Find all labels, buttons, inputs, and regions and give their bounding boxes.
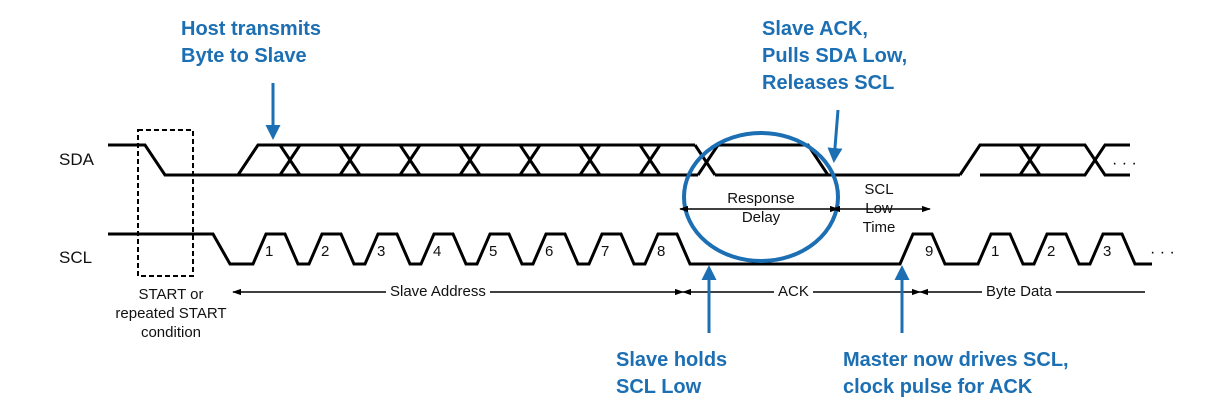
pulse-number: 4 xyxy=(433,243,442,260)
start-condition-line1: START or xyxy=(138,286,204,303)
scl-signal-label: SCL xyxy=(59,248,93,267)
start-condition-line2: repeated START xyxy=(115,305,227,322)
pulse-number: 7 xyxy=(601,243,610,260)
scl-low-time-label: SCL Low Time xyxy=(846,180,912,237)
slave-ack-line3: Releases SCL xyxy=(762,72,895,94)
byte-data-label: Byte Data xyxy=(982,282,1056,301)
pulse-number: 1 xyxy=(991,243,1000,260)
pulse-number: 3 xyxy=(377,243,386,260)
slave-holds-callout: Slave holds SCL Low xyxy=(616,347,727,401)
scl-low-time-line3: Time xyxy=(862,219,896,236)
slave-ack-line2: Pulls SDA Low, xyxy=(762,45,908,67)
pulse-number: 3 xyxy=(1103,243,1112,260)
start-condition-line3: condition xyxy=(140,324,202,341)
scl-low-time-line2: Low xyxy=(865,200,893,217)
ack-label: ACK xyxy=(774,282,813,301)
ack-pulse-number: 9 xyxy=(925,243,934,260)
scl-ellipsis: · · · xyxy=(1150,244,1175,261)
sda-ellipsis: · · · xyxy=(1112,155,1137,172)
master-drives-line1: Master now drives SCL, xyxy=(843,349,1069,371)
response-delay-ellipse xyxy=(682,131,840,263)
host-transmits-line1: Host transmits xyxy=(181,18,322,40)
slave-holds-line1: Slave holds xyxy=(616,349,728,371)
slave-ack-callout: Slave ACK, Pulls SDA Low, Releases SCL xyxy=(762,16,907,97)
slave-address-label: Slave Address xyxy=(386,282,490,301)
response-delay-line1: Response xyxy=(727,190,795,207)
pulse-number: 2 xyxy=(321,243,330,260)
pulse-number: 2 xyxy=(1047,243,1056,260)
slave-ack-line1: Slave ACK, xyxy=(762,18,868,40)
start-condition-label: START or repeated START condition xyxy=(96,285,246,342)
response-delay-line2: Delay xyxy=(741,209,781,226)
slave-holds-line2: SCL Low xyxy=(616,376,702,398)
pulse-number: 1 xyxy=(265,243,274,260)
sda-signal-label: SDA xyxy=(59,150,94,169)
pulse-number: 5 xyxy=(489,243,498,260)
pulse-number: 6 xyxy=(545,243,554,260)
slave-ack-arrow xyxy=(827,109,843,163)
start-condition-box xyxy=(137,129,194,277)
master-drives-line2: clock pulse for ACK xyxy=(843,376,1033,398)
master-drives-callout: Master now drives SCL, clock pulse for A… xyxy=(843,347,1069,401)
response-delay-label: Response Delay xyxy=(698,189,824,227)
scl-low-time-line1: SCL xyxy=(864,181,894,198)
sda-waveform xyxy=(108,143,1130,177)
pulse-number: 8 xyxy=(657,243,666,260)
host-transmits-callout: Host transmits Byte to Slave xyxy=(181,16,321,70)
host-transmits-line2: Byte to Slave xyxy=(181,45,307,67)
scl-waveform xyxy=(108,232,1152,266)
